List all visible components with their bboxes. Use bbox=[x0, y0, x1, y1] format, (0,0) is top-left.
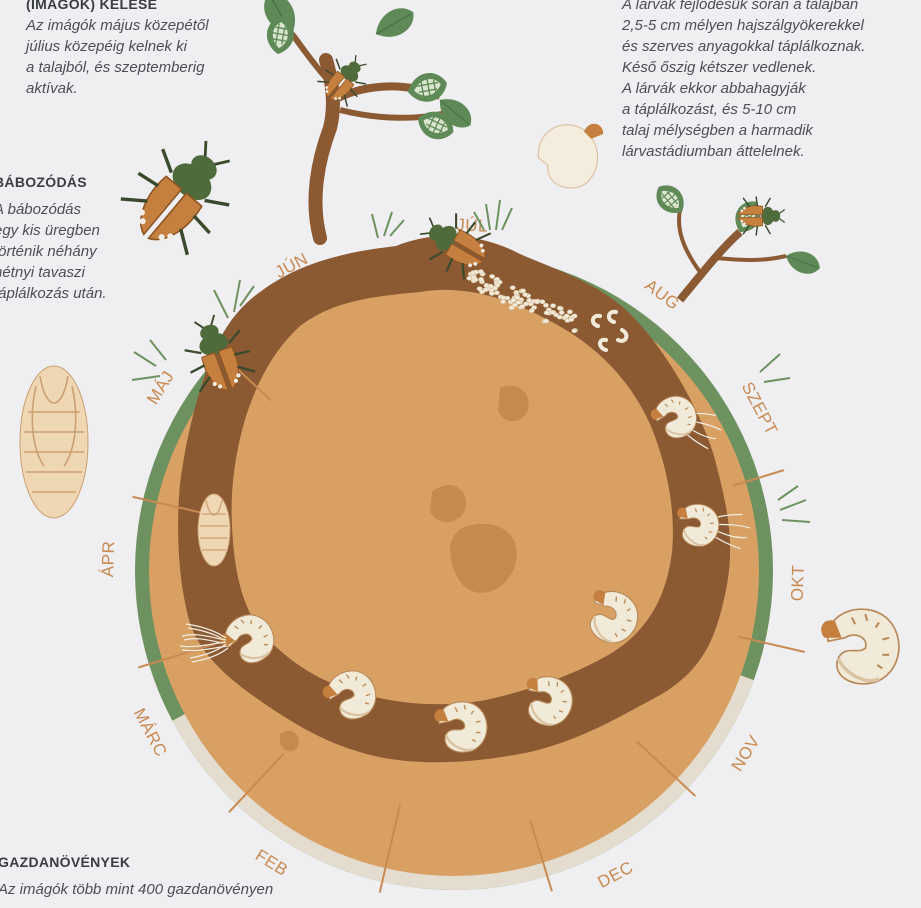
egg bbox=[488, 284, 493, 288]
larva-top-icon bbox=[538, 124, 603, 188]
note-adult-line: Az imágók május közepétől bbox=[26, 15, 266, 36]
egg bbox=[569, 317, 574, 321]
egg bbox=[479, 277, 484, 281]
egg bbox=[523, 293, 528, 297]
larva-large-icon bbox=[821, 609, 899, 684]
egg bbox=[515, 296, 520, 300]
egg bbox=[520, 289, 525, 293]
note-larva-line: Késő őszig kétszer vedlenek. bbox=[622, 57, 921, 78]
egg bbox=[564, 314, 569, 318]
egg bbox=[495, 283, 500, 287]
note-pupation-title: BÁBOZÓDÁS bbox=[0, 172, 144, 193]
egg bbox=[543, 303, 548, 307]
egg bbox=[501, 300, 506, 304]
egg bbox=[544, 319, 549, 323]
note-adult-title: (IMAGÓK) KELÉSE bbox=[26, 0, 266, 15]
note-larval-development: A lárvák fejlődésük során a talajban 2,5… bbox=[622, 0, 921, 162]
egg bbox=[550, 304, 555, 308]
egg bbox=[516, 300, 521, 304]
month-label: OKT bbox=[788, 564, 808, 601]
egg bbox=[540, 300, 545, 304]
note-pupation-line: A bábozódás bbox=[0, 199, 144, 220]
note-larva-line: talaj mélységben a harmadik bbox=[622, 120, 921, 141]
note-adult-emergence: (IMAGÓK) KELÉSE Az imágók május közepétő… bbox=[26, 0, 266, 99]
note-larva-line: 2,5-5 cm mélyen hajszálgyökerekkel bbox=[622, 15, 921, 36]
egg bbox=[489, 291, 494, 295]
egg bbox=[527, 298, 532, 302]
egg bbox=[559, 311, 564, 315]
pupa-large-icon bbox=[20, 366, 88, 518]
egg bbox=[534, 300, 539, 304]
month-label: NOV bbox=[727, 732, 764, 775]
egg bbox=[544, 311, 549, 315]
egg bbox=[551, 310, 556, 314]
month-label: MÁRC bbox=[130, 705, 171, 760]
egg bbox=[501, 296, 506, 300]
note-larva-line: és szerves anyagokkal táplálkoznak. bbox=[622, 36, 921, 57]
note-pupation-line: történik néhány bbox=[0, 241, 144, 262]
egg bbox=[478, 270, 483, 274]
month-label: ÁPR bbox=[98, 540, 118, 577]
note-host-plants: GAZDANÖVÉNYEK Az imágók több mint 400 ga… bbox=[0, 852, 318, 900]
egg bbox=[473, 278, 478, 282]
note-pupation-line: egy kis üregben bbox=[0, 220, 144, 241]
egg bbox=[572, 329, 577, 333]
month-label: AUG bbox=[641, 276, 683, 314]
note-larva-line: A lárvák fejlődésük során a talajban bbox=[622, 0, 921, 15]
month-label: MÁJ bbox=[143, 368, 178, 408]
note-larva-line: lárvastádiumban áttelelnek. bbox=[622, 141, 921, 162]
month-label: DEC bbox=[595, 858, 637, 892]
egg bbox=[473, 270, 478, 274]
host-shrub-icon bbox=[650, 179, 823, 300]
egg bbox=[509, 306, 514, 310]
note-adult-line: a talajból, és szeptemberig bbox=[26, 57, 266, 78]
egg bbox=[490, 274, 495, 278]
note-larva-line: a táplálkozást, és 5-10 cm bbox=[622, 99, 921, 120]
note-pupation: BÁBOZÓDÁS A bábozódás egy kis üregben tö… bbox=[0, 172, 144, 304]
egg bbox=[557, 315, 562, 319]
note-hosts-line: Az imágók több mint 400 gazdanövényen bbox=[0, 879, 318, 900]
month-label: SZEPT bbox=[738, 379, 782, 439]
pupa-icon bbox=[198, 494, 230, 566]
egg bbox=[510, 286, 515, 290]
note-adult-line: aktívak. bbox=[26, 78, 266, 99]
egg bbox=[529, 309, 534, 313]
egg bbox=[572, 314, 577, 318]
note-adult-line: július közepéig kelnek ki bbox=[26, 36, 266, 57]
egg bbox=[520, 304, 525, 308]
egg bbox=[557, 306, 562, 310]
egg bbox=[483, 288, 488, 292]
egg bbox=[567, 310, 572, 314]
note-hosts-title: GAZDANÖVÉNYEK bbox=[0, 852, 318, 873]
note-pupation-line: táplálkozás után. bbox=[0, 283, 144, 304]
note-larva-line: A lárvák ekkor abbahagyják bbox=[622, 78, 921, 99]
host-tree-icon bbox=[257, 0, 478, 238]
note-pupation-line: hétnyi tavaszi bbox=[0, 262, 144, 283]
egg bbox=[494, 291, 499, 295]
